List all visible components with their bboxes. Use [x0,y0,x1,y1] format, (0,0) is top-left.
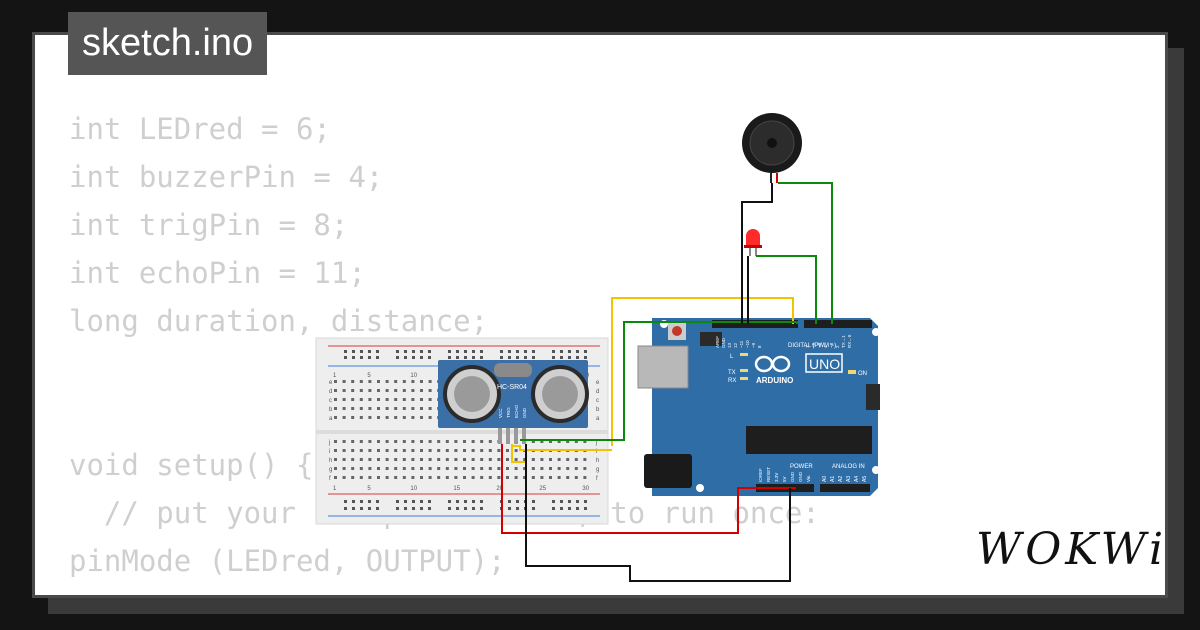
arduino-pin-label: TX→1 [841,335,846,348]
breadboard-row-letter: a [329,416,333,422]
breadboard-row-letter: h [329,458,332,464]
arduino-pin-label: 4 [823,345,828,348]
breadboard-column-number: 5 [367,486,371,492]
breadboard-row-letter: g [329,467,332,473]
infinity-logo-icon [754,355,791,373]
breadboard-row-letter: h [596,458,599,464]
arduino-power-pin-label: GND [798,471,803,482]
breadboard-row-letter: j [328,440,330,446]
arduino-power-pin-label: 3.3V [774,473,779,482]
code-line: long duration, distance; [69,304,489,338]
sensor-pin-label: ECHO [514,404,519,418]
breadboard-row-letter: b [596,407,600,413]
arduino-pin-label: 12 [733,342,738,348]
arduino-analog-pin-label: A0 [822,476,828,482]
arduino-pin-label: 7 [805,345,810,348]
arduino-pin-label: 2 [835,345,840,348]
code-line: void setup() { [69,448,314,482]
breadboard-row-letter: j [595,440,597,446]
arduino-analog-pin-label: A3 [846,476,852,482]
arduino-power-pin-label: GND [790,471,795,482]
breadboard-row-letter: d [596,389,599,395]
arduino-power-pin-label: RESET [766,467,771,482]
code-line: pinMode (LEDred, OUTPUT); [69,544,506,578]
red-led[interactable] [744,229,762,256]
breadboard-column-number: 5 [367,373,371,379]
code-line: int LEDred = 6; [69,112,331,146]
breadboard-row-letter: e [596,380,600,386]
wires [501,182,833,582]
breadboard-column-number: 1 [333,373,337,379]
arduino-analog-pin-label: A2 [838,476,844,482]
breadboard-column-number: 20 [496,486,503,492]
preview-card: int LEDred = 6; int buzzerPin = 4; int tri… [32,32,1168,598]
arduino-analog-pin-label: A5 [862,476,868,482]
led-label-rx: RX [728,378,736,384]
breadboard-column-number: 10 [410,486,417,492]
breadboard-column-number: 10 [410,373,417,379]
led-label-tx: TX [728,370,736,376]
led-label-l: L [730,354,734,360]
breadboard-row-letter: g [596,467,599,473]
breadboard-row-letter: c [329,398,332,404]
arduino-power-pin-label: 5V [782,476,787,482]
breadboard-row-letter: i [329,449,330,455]
sensor-label: HC-SR04 [497,384,527,391]
arduino-brand: ARDUINO [756,376,793,385]
breadboard-row-letter: c [596,398,599,404]
breadboard-row-letter: e [329,380,333,386]
arduino-power-pin-label: IOREF [758,468,763,482]
code-line: pinMode(buzzerPin, OUTPUT); [69,585,820,595]
breadboard-row-letter: b [329,407,333,413]
arduino-analog-pin-label: A4 [854,476,860,482]
arduino-pin-label: ~11 [739,340,744,348]
arduino-analog-pin-label: A1 [830,476,836,482]
sensor-pin-label: VCC [498,408,503,418]
arduino-pin-label: 13 [727,342,732,348]
arduino-power-pin-label: Vin [806,475,811,482]
arduino-pin-label: ~6 [811,342,816,348]
arduino-pin-label: GND [721,337,726,348]
arduino-pin-label: 8 [757,345,762,348]
breadboard-row-letter: i [596,449,597,455]
buzzer[interactable] [742,113,802,183]
arduino-pin-label: RX←0 [847,334,852,348]
arduino-pin-label: ~10 [745,340,750,348]
digital-label: DIGITAL (PWM ~) [788,343,836,349]
on-label: ON [858,371,867,377]
breadboard-row-letter: a [596,416,600,422]
sensor-pin-label: TRIG [506,407,511,418]
wokwi-logo: WOKWi [976,524,1168,575]
breadboard-row-letter: f [596,476,598,482]
breadboard-column-number: 30 [582,486,589,492]
analog-label: ANALOG IN [832,464,865,470]
arduino-pin-label: ~9 [751,342,756,348]
breadboard-column-number: 15 [453,486,460,492]
sensor-pin-label: GND [522,407,527,418]
breadboard-row-letter: f [329,476,331,482]
power-label: POWER [790,464,813,470]
arduino-pin-label: AREF [715,336,720,348]
breadboard-column-number: 25 [539,486,546,492]
arduino-pin-label: ~3 [829,342,834,348]
file-tab[interactable]: sketch.ino [68,12,268,75]
arduino-model: UNO [809,356,840,372]
breadboard-column-number: 1 [333,486,337,492]
code-line: int trigPin = 8; [69,208,349,242]
breadboard-row-letter: d [329,389,332,395]
code-line: int buzzerPin = 4; [69,160,384,194]
arduino-pin-label: ~5 [817,342,822,348]
code-line: int echoPin = 11; [69,256,366,290]
